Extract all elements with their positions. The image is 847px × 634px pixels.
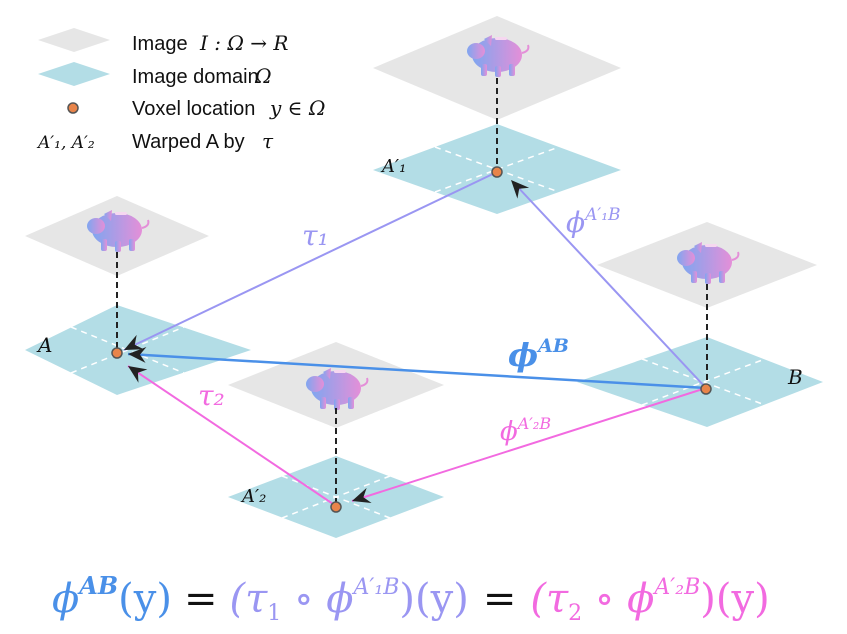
group-a2: A′₂ [228, 342, 444, 538]
edges: τ₁ τ₂ ϕA′₁B ϕAB ϕA′₂B [111, 166, 712, 513]
node-label-a1: A′₁ [380, 156, 406, 177]
legend-voxel-label: Voxel location [132, 98, 255, 120]
legend-warped-label: Warped A by [132, 131, 245, 153]
arrowhead-phi-ab [128, 346, 147, 363]
edge-label-tau2: τ₂ [198, 379, 225, 412]
edge-label-phi-a2b: ϕA′₂B [500, 414, 551, 447]
group-a: A [25, 196, 251, 395]
edge-phi-ab [127, 352, 707, 390]
legend-image-math: I : Ω → R [199, 31, 288, 55]
node-label-a2: A′₂ [240, 486, 266, 507]
legend-warped-math: τ [262, 129, 274, 153]
voxel-a [111, 347, 123, 359]
legend-voxel-math: y ∈ Ω [269, 96, 325, 120]
edge-tau2 [127, 365, 337, 507]
node-label-a: A [36, 333, 52, 357]
edge-phi-a1b [513, 182, 707, 389]
legend-domain-swatch [38, 62, 110, 86]
arrowhead-tau1 [124, 334, 144, 350]
arrowhead-tau2 [128, 366, 148, 383]
edge-phi-a2b [351, 387, 707, 502]
legend: Image I : Ω → R Image domain Ω Voxel loc… [36, 28, 325, 153]
domain-plane-a [25, 305, 251, 395]
legend-domain-math: Ω [254, 64, 272, 88]
legend-domain-label: Image domain [132, 66, 259, 88]
node-label-b: B [787, 365, 803, 389]
legend-voxel-swatch [67, 102, 79, 114]
voxel-a1 [491, 166, 503, 178]
legend-warped-symbol: A′₁, A′₂ [36, 133, 95, 153]
voxel-a2 [330, 501, 342, 513]
arrowhead-phi-a2b [352, 487, 372, 504]
group-a1: A′₁ [373, 16, 621, 214]
group-b: B [577, 222, 823, 427]
edge-label-phi-ab: ϕAB [508, 335, 569, 374]
edge-tau1 [123, 171, 498, 351]
equation: ϕAB(y)=(τ1 ∘ ϕA′₁B)(y)=(τ2 ∘ ϕA′₂B)(y) [52, 571, 770, 626]
edge-label-phi-a1b: ϕA′₁B [566, 205, 621, 239]
legend-image-label: Image [132, 33, 188, 55]
voxel-b [700, 383, 712, 395]
edge-label-tau1: τ₁ [302, 219, 329, 252]
arrowhead-phi-a1b [511, 180, 530, 199]
legend-image-swatch [38, 28, 110, 52]
